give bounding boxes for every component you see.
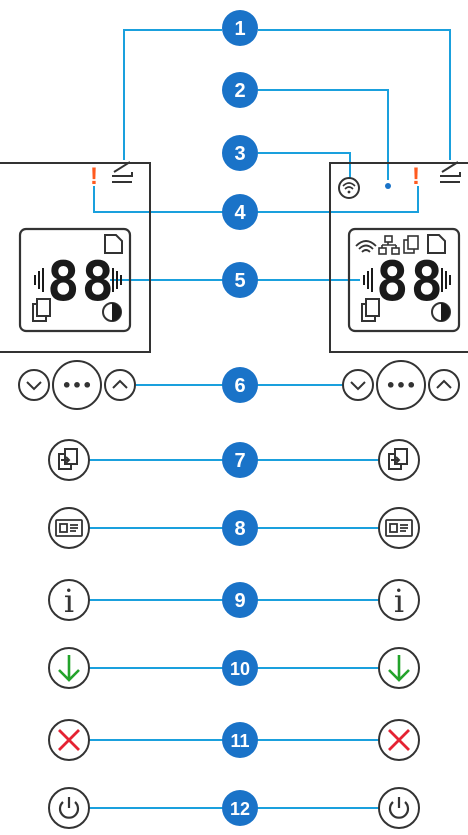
copy-icon bbox=[58, 448, 78, 470]
right-id-copy-button[interactable] bbox=[378, 507, 420, 549]
info-icon: i bbox=[394, 582, 404, 620]
callout-9: 9 bbox=[222, 582, 258, 618]
chevron-up-icon bbox=[112, 379, 128, 389]
left-copy-button[interactable] bbox=[48, 439, 90, 481]
right-menu-up-button[interactable] bbox=[428, 369, 460, 401]
chevron-down-icon bbox=[26, 381, 42, 391]
left-cancel-button[interactable] bbox=[48, 719, 90, 761]
callout-8: 8 bbox=[222, 510, 258, 546]
left-contrast-icon bbox=[102, 302, 122, 322]
svg-text:10: 10 bbox=[230, 659, 250, 679]
connector-lines bbox=[88, 29, 451, 809]
callout-3-line bbox=[258, 152, 351, 178]
left-menu-up-button[interactable] bbox=[104, 369, 136, 401]
callout-4: 4 bbox=[222, 194, 258, 230]
svg-text:6: 6 bbox=[234, 375, 245, 397]
right-lcd-copy-icon bbox=[403, 235, 419, 254]
right-lcd-screen bbox=[347, 227, 461, 333]
svg-text:7: 7 bbox=[234, 450, 245, 472]
left-copies-icon bbox=[32, 298, 51, 322]
callout-4-line-right bbox=[256, 186, 419, 213]
wifi-icon bbox=[342, 182, 356, 190]
left-info-button[interactable]: i bbox=[48, 579, 90, 621]
x-icon bbox=[58, 729, 80, 751]
down-arrow-icon bbox=[388, 655, 410, 682]
right-wifi-status-light bbox=[385, 183, 391, 189]
svg-text:5: 5 bbox=[234, 270, 245, 292]
right-wifi-button[interactable] bbox=[338, 177, 360, 199]
callout-1-line-right bbox=[258, 29, 451, 160]
callout-7: 7 bbox=[222, 442, 258, 478]
right-menu-ok-button[interactable] bbox=[376, 360, 426, 410]
right-segment-display: 88 bbox=[376, 250, 445, 313]
right-contrast-icon bbox=[431, 302, 451, 322]
left-menu-down-button[interactable] bbox=[18, 369, 50, 401]
svg-text:12: 12 bbox=[230, 799, 250, 819]
left-menu-buttons: ••• bbox=[18, 360, 136, 410]
chevron-down-icon bbox=[350, 381, 366, 391]
x-icon bbox=[388, 729, 410, 751]
callout-2-line bbox=[258, 89, 389, 180]
callout-1: 1 bbox=[222, 10, 258, 46]
callout-6: 6 bbox=[222, 367, 258, 403]
id-card-icon bbox=[385, 519, 413, 537]
menu-dots-icon: ••• bbox=[62, 376, 93, 395]
left-menu-ok-button[interactable] bbox=[52, 360, 102, 410]
right-copy-button[interactable] bbox=[378, 439, 420, 481]
chevron-up-icon bbox=[436, 379, 452, 389]
svg-text:1: 1 bbox=[234, 18, 245, 40]
right-panel: ! bbox=[329, 161, 468, 353]
svg-text:9: 9 bbox=[234, 590, 245, 612]
right-menu-buttons: ••• bbox=[342, 360, 460, 410]
right-power-button[interactable] bbox=[378, 787, 420, 829]
callout-1-line-left bbox=[123, 29, 222, 160]
svg-text:4: 4 bbox=[234, 202, 246, 224]
right-lcd-wifi-icon bbox=[355, 240, 377, 253]
right-network-icon bbox=[378, 235, 400, 255]
right-cancel-button[interactable] bbox=[378, 719, 420, 761]
svg-text:11: 11 bbox=[230, 731, 249, 751]
svg-text:2: 2 bbox=[234, 80, 245, 102]
right-info-button[interactable]: i bbox=[378, 579, 420, 621]
right-copies-icon bbox=[361, 298, 380, 322]
left-panel-frame bbox=[0, 162, 151, 353]
callout-3: 3 bbox=[222, 135, 258, 171]
callout-2: 2 bbox=[222, 72, 258, 108]
left-id-copy-button[interactable] bbox=[48, 507, 90, 549]
callout-12: 12 bbox=[222, 790, 258, 826]
left-page-icon bbox=[104, 234, 123, 254]
right-level-bars bbox=[363, 268, 451, 292]
callout-10: 10 bbox=[222, 650, 258, 686]
right-menu-down-button[interactable] bbox=[342, 369, 374, 401]
callout-11: 11 bbox=[222, 722, 258, 758]
left-paper-tray-icon bbox=[112, 161, 133, 183]
menu-dots-icon: ••• bbox=[386, 376, 417, 395]
left-warning-icon: ! bbox=[90, 163, 98, 190]
callout-badges: 1 2 3 4 5 6 7 8 bbox=[222, 10, 258, 826]
id-card-icon bbox=[55, 519, 83, 537]
left-power-button[interactable] bbox=[48, 787, 90, 829]
power-icon bbox=[388, 797, 410, 819]
power-icon bbox=[58, 797, 80, 819]
svg-text:8: 8 bbox=[234, 518, 245, 540]
left-panel: ! 88 bbox=[0, 161, 151, 353]
left-lcd-screen bbox=[18, 227, 132, 333]
right-page-icon bbox=[427, 234, 446, 254]
right-warning-icon: ! bbox=[412, 163, 420, 190]
left-segment-display: 88 bbox=[47, 250, 116, 313]
left-resume-button[interactable] bbox=[48, 647, 90, 689]
down-arrow-icon bbox=[58, 655, 80, 682]
left-level-bars bbox=[34, 268, 122, 292]
callout-5: 5 bbox=[222, 262, 258, 298]
svg-text:3: 3 bbox=[234, 143, 245, 165]
copy-icon bbox=[388, 448, 408, 470]
right-resume-button[interactable] bbox=[378, 647, 420, 689]
info-icon: i bbox=[64, 582, 74, 620]
right-paper-tray-icon bbox=[440, 161, 461, 183]
callout-4-line-left bbox=[93, 186, 224, 213]
right-panel-frame bbox=[329, 162, 468, 353]
